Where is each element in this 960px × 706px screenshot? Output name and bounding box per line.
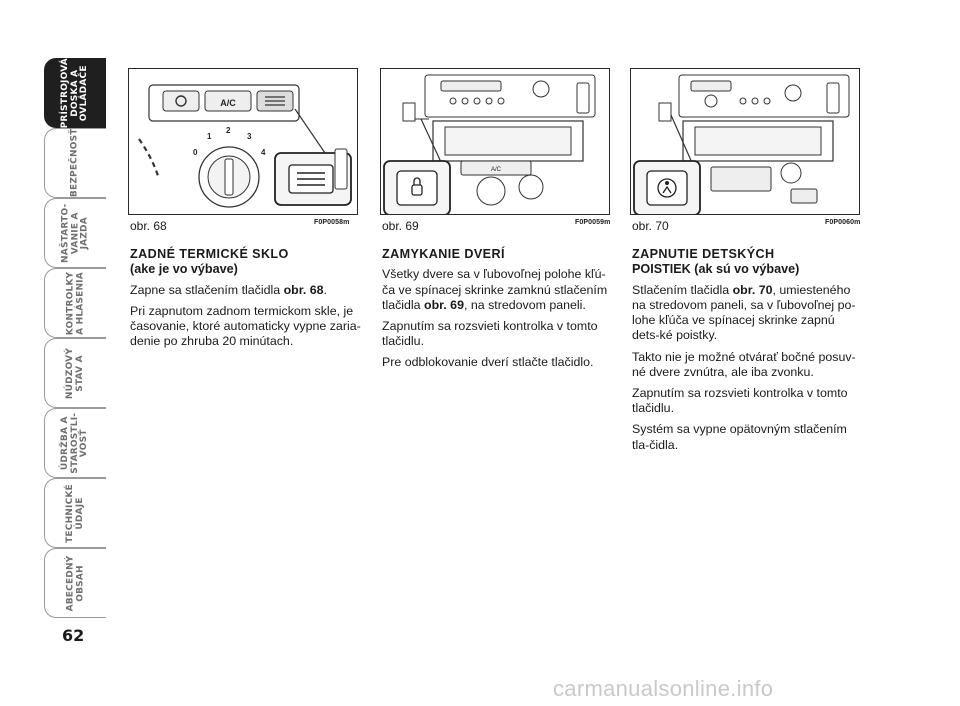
climate-panel-illustration: A/C 0 1 2 3 4 — [138, 84, 352, 208]
paragraph: Stlačením tlačidla obr. 70, umiesteného … — [632, 282, 856, 343]
svg-text:A/C: A/C — [220, 98, 236, 108]
paragraph: Všetky dvere sa v ľubovoľnej polohe kľú-… — [382, 267, 608, 312]
section-title: ZADNÉ TERMICKÉ SKLO (ake je vo výbave) — [130, 247, 289, 277]
tab-udrzba[interactable]: ÚDRŽBA A STAROSTLI- VOSŤ — [44, 408, 106, 478]
tab-technicke-udaje[interactable]: TECHNICKÉ ÚDAJE — [44, 478, 106, 548]
paragraph: Systém sa vypne opätovným stlačením tla-… — [632, 422, 847, 452]
section-child-locks: ZAPNUTIE DETSKÝCH POISTIEK (ak sú vo výb… — [632, 247, 864, 459]
figure-70 — [630, 68, 860, 215]
tab-pristrojova-doska[interactable]: PRÍSTROJOVÁ DOSKA A OVLÁDAČE — [44, 58, 106, 128]
svg-text:A/C: A/C — [491, 167, 502, 173]
tab-abecedny-obsah[interactable]: ABECEDNÝ OBSAH — [44, 548, 106, 618]
figure-70-caption: obr. 70 — [632, 219, 669, 233]
section-door-locking: ZAMYKANIE DVERÍ Všetky dvere sa v ľubovo… — [382, 247, 614, 377]
watermark: carmanualsonline.info — [553, 676, 774, 701]
paragraph: Zapne sa stlačením tlačidla obr. 68. — [130, 282, 327, 297]
paragraph: Pre odblokovanie dverí stlačte tlačidlo. — [382, 355, 594, 370]
figure-68-code: F0P0058m — [314, 219, 350, 226]
figure-68-caption: obr. 68 — [130, 219, 167, 233]
svg-text:0: 0 — [193, 148, 198, 157]
paragraph: Zapnutím sa rozsvieti kontrolka v tomto … — [632, 386, 848, 416]
section-title: ZAMYKANIE DVERÍ — [382, 247, 505, 261]
tab-bezpecnost[interactable]: BEZPEČNOSŤ — [44, 128, 106, 198]
figure-69-code: F0P0059m — [575, 219, 611, 226]
center-console-child-lock-illustration — [633, 74, 850, 214]
figure-70-code: F0P0060m — [825, 219, 861, 226]
section-rear-window-heater: ZADNÉ TERMICKÉ SKLO (ake je vo výbave) Z… — [130, 247, 362, 356]
center-console-illustration: A/C — [383, 74, 596, 214]
svg-text:1: 1 — [207, 132, 212, 141]
paragraph: Takto nie je možné otvárať bočné posuv-n… — [632, 349, 856, 379]
tab-kontrolky[interactable]: KONTROLKY A HLÁSENIA — [44, 268, 106, 338]
figure-68: A/C 0 1 2 3 4 — [128, 68, 358, 215]
svg-text:2: 2 — [226, 126, 231, 135]
figure-69-caption: obr. 69 — [382, 219, 419, 233]
page-number: 62 — [62, 626, 85, 645]
svg-text:4: 4 — [261, 148, 266, 157]
tab-nudzovy-stav[interactable]: NÚDZOVÝ STAV A — [44, 338, 106, 408]
figure-69: A/C — [380, 68, 610, 215]
svg-text:3: 3 — [247, 132, 252, 141]
tab-nastartovanie[interactable]: NAŠTARTO- VANIE A JAZDA — [44, 198, 106, 268]
paragraph: Zapnutím sa rozsvieti kontrolka v tomto … — [382, 319, 598, 349]
section-title: ZAPNUTIE DETSKÝCH POISTIEK (ak sú vo výb… — [632, 247, 800, 277]
paragraph: Pri zapnutom zadnom termickom skle, je č… — [130, 304, 361, 349]
